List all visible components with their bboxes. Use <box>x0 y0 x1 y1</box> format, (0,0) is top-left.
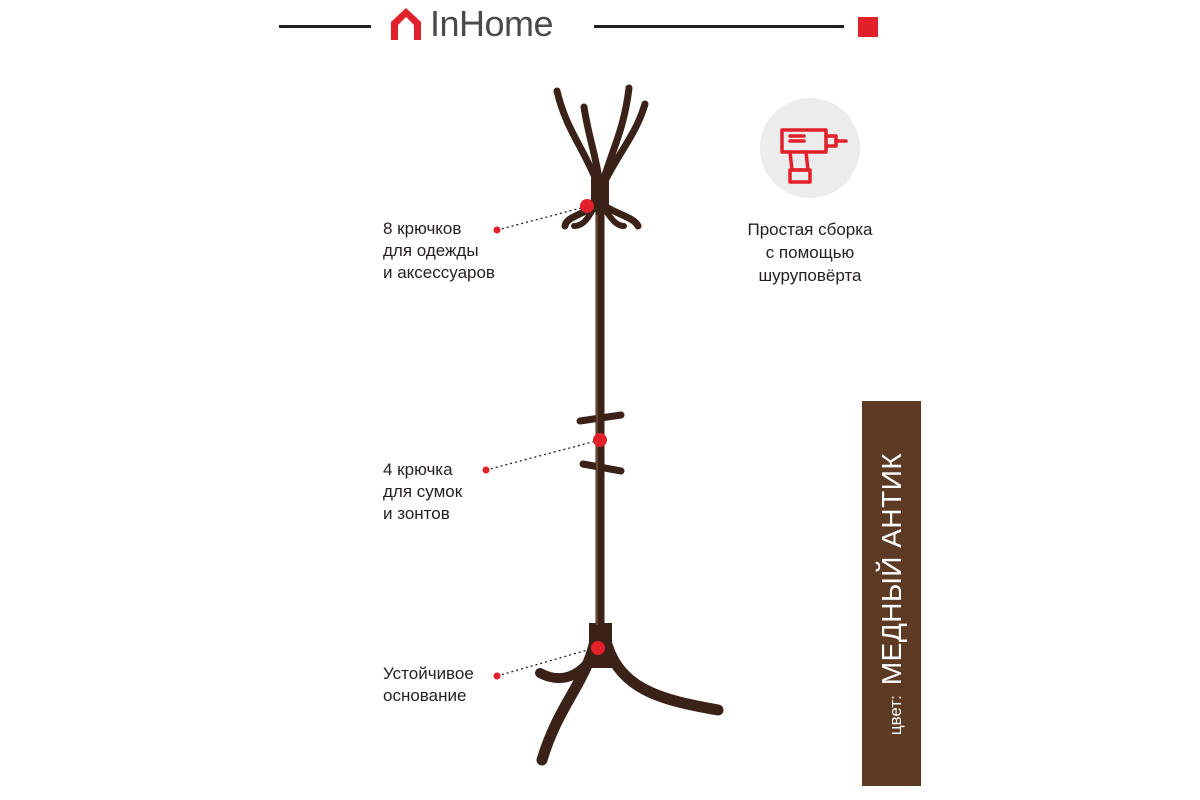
color-label: цвет: МЕДНЫЙ АНТИК <box>876 452 908 734</box>
top-prong <box>580 103 604 189</box>
callout-line: и аксессуаров <box>383 263 495 282</box>
drill-icon-badge <box>760 98 860 198</box>
top-collar <box>591 178 609 212</box>
callout-line: основание <box>383 686 467 705</box>
assembly-line: Простая сборка <box>747 220 873 239</box>
base-leg <box>598 626 724 716</box>
callout-marker <box>591 641 605 655</box>
callout-dot <box>482 466 490 474</box>
callout-line: для одежды <box>383 241 479 260</box>
callout-dot <box>493 226 501 234</box>
callout-line: и зонтов <box>383 504 450 523</box>
house-logo-icon <box>391 8 421 40</box>
curl-hook <box>571 208 595 229</box>
brand-logo: InHome <box>390 3 554 44</box>
callout-dot <box>493 672 501 680</box>
callout-line: для сумок <box>383 482 463 501</box>
curl-hook <box>603 208 627 229</box>
callout-line: 8 крючков <box>383 219 462 238</box>
callout-marker <box>580 199 594 213</box>
brand-name: InHome <box>430 3 554 44</box>
header-line-left <box>279 25 371 28</box>
color-panel: цвет: МЕДНЫЙ АНТИК <box>862 401 921 786</box>
callout-line: Устойчивое <box>383 664 474 683</box>
header-square <box>858 17 878 37</box>
color-value: МЕДНЫЙ АНТИК <box>875 452 907 685</box>
callout-top-hooks: 8 крючков для одежды и аксессуаров <box>383 218 495 284</box>
top-prong <box>598 84 633 189</box>
callout-leader-top <box>496 206 586 231</box>
drill-icon <box>780 128 848 184</box>
assembly-feature-text: Простая сборка с помощью шуруповёрта <box>720 218 900 287</box>
callout-base: Устойчивое основание <box>383 663 474 707</box>
middle-hook <box>579 460 625 475</box>
middle-hook <box>576 411 625 425</box>
callout-marker <box>593 433 607 447</box>
assembly-line: с помощью <box>765 243 855 262</box>
callout-line: 4 крючка <box>383 460 453 479</box>
color-prefix: цвет: <box>885 694 905 735</box>
top-prong <box>553 87 602 189</box>
curl-hook <box>604 204 642 230</box>
assembly-line: шуруповёрта <box>758 266 862 285</box>
top-prong <box>599 100 649 189</box>
callout-middle-hooks: 4 крючка для сумок и зонтов <box>383 459 462 525</box>
header-line-right <box>594 25 844 28</box>
